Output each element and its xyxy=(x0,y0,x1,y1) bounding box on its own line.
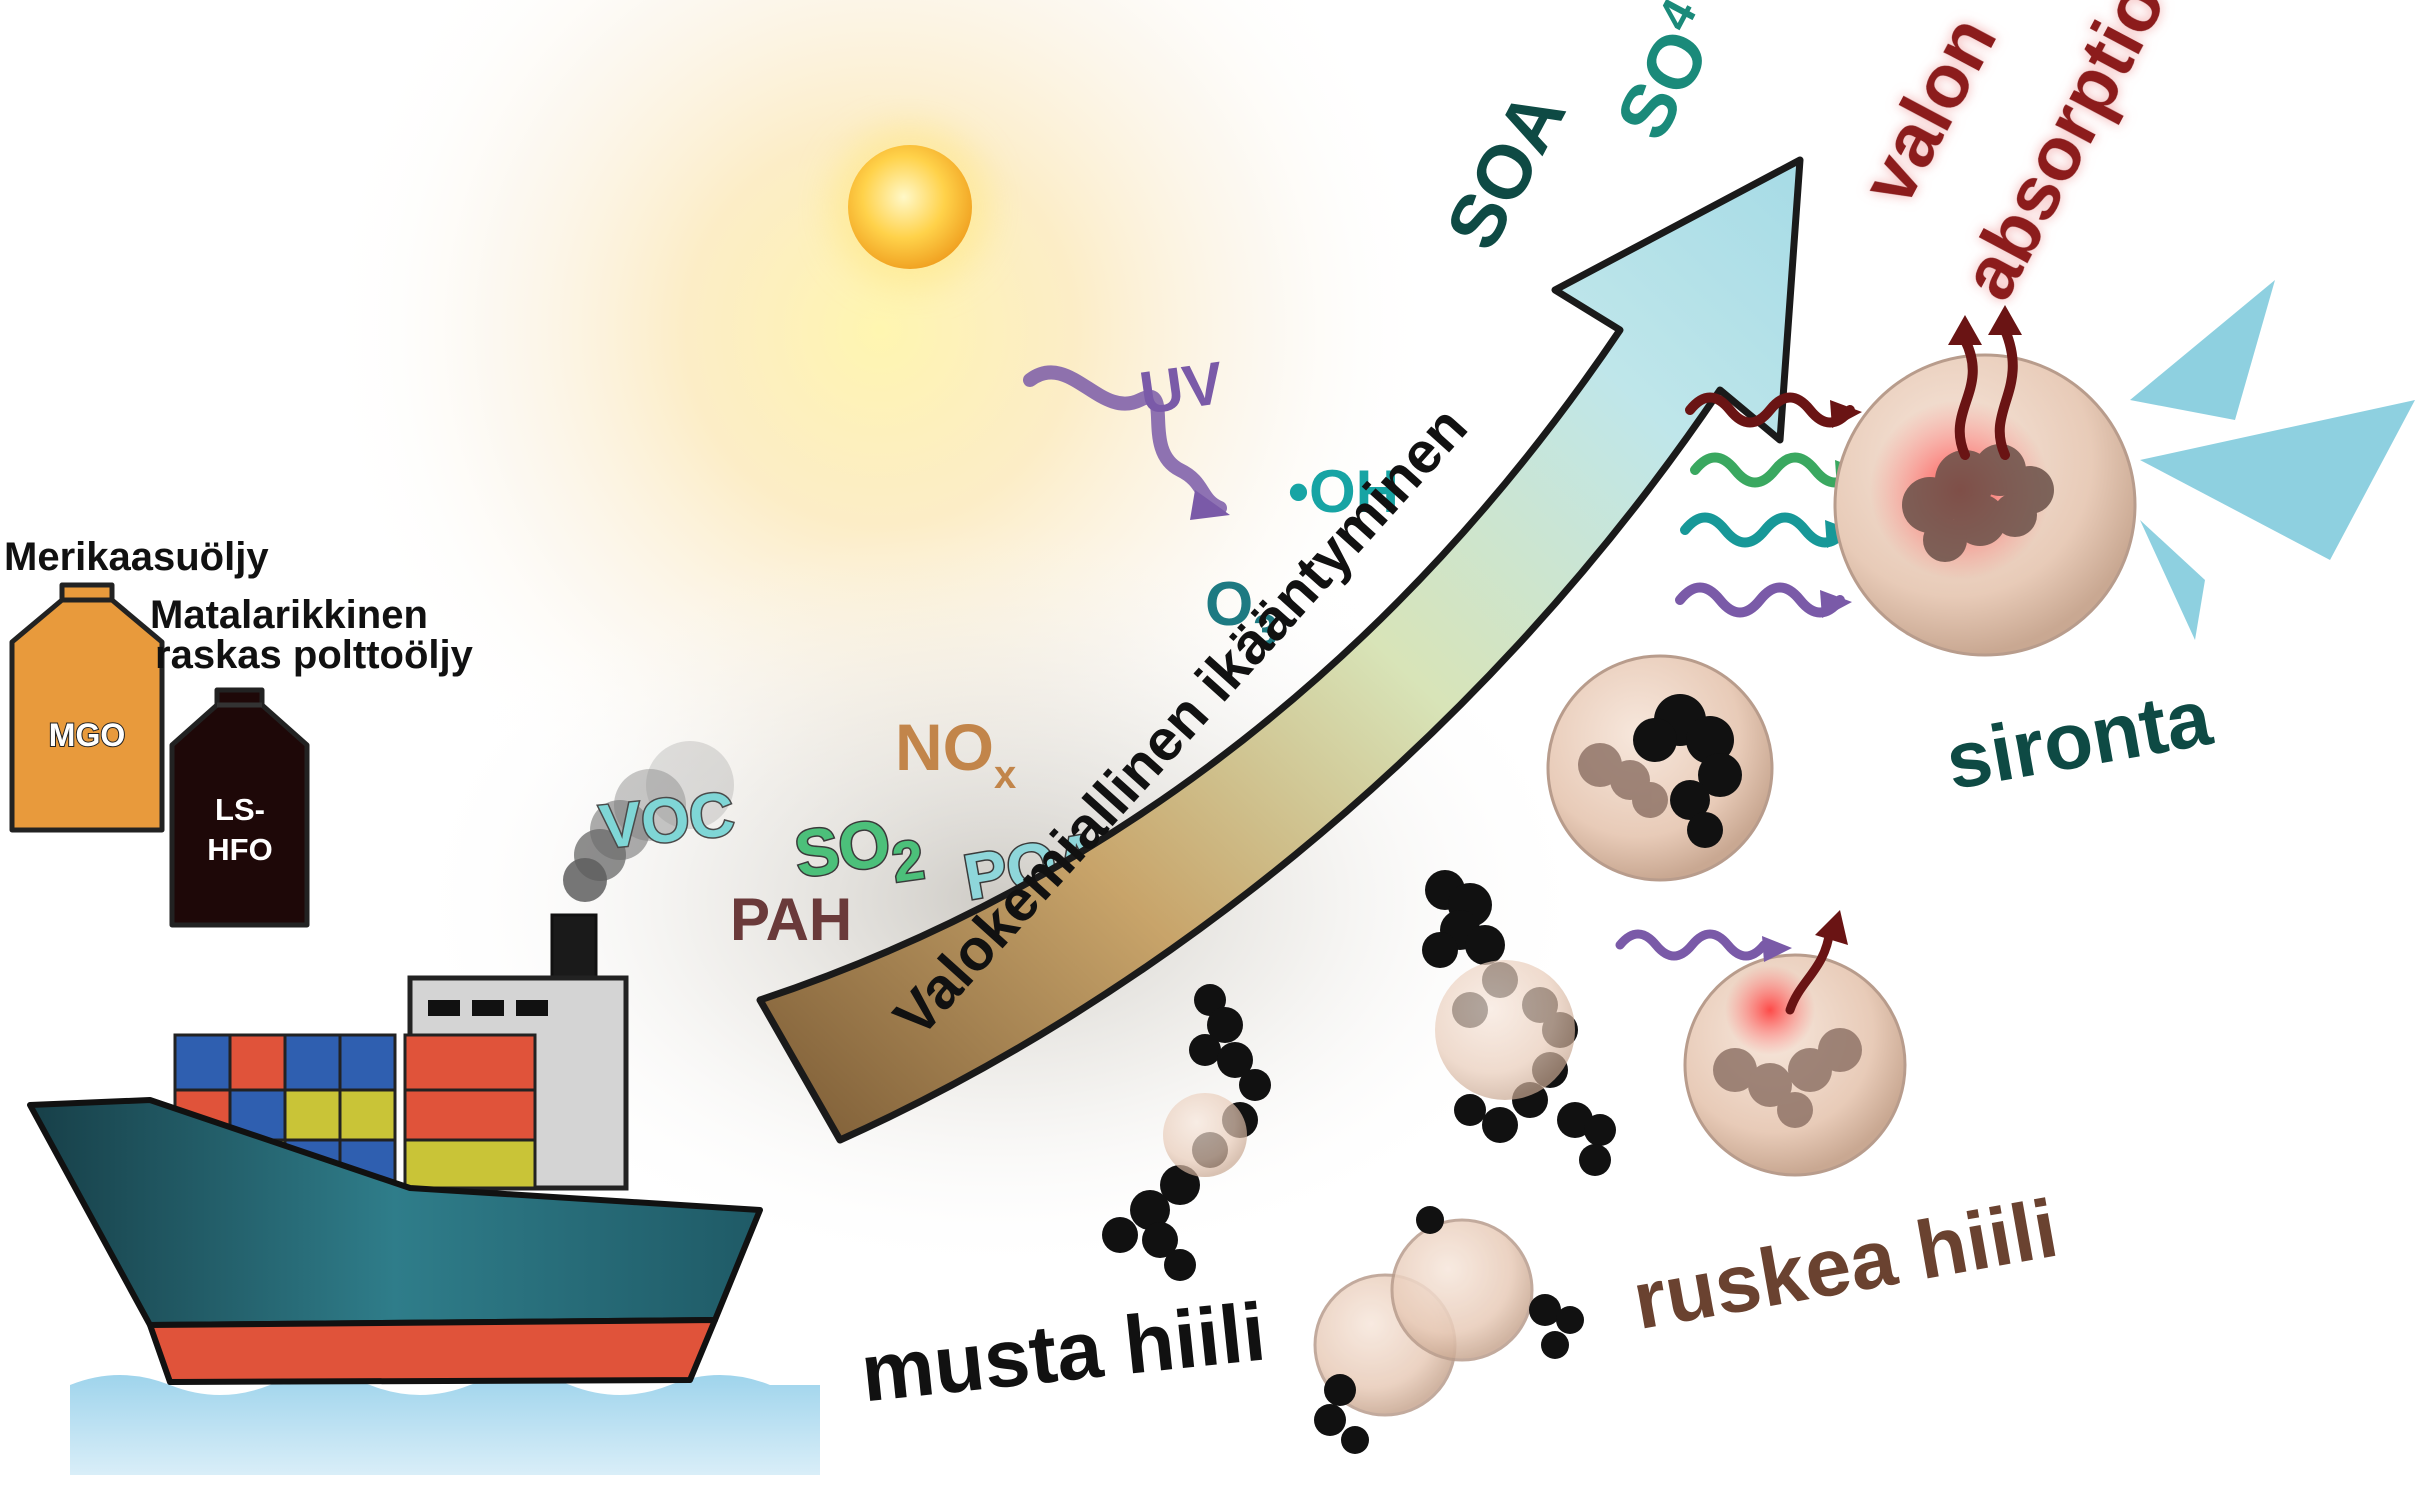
lshfo-label-line2: HFO xyxy=(207,832,272,867)
pah-label: PAH xyxy=(730,886,852,953)
aged-particle-absorbing xyxy=(1833,305,2137,657)
lshfo-label-line1: LS- xyxy=(215,792,265,827)
lshfo-name-line2: raskas polttoöljy xyxy=(155,633,474,677)
absorption-line1: valon xyxy=(1845,3,2013,218)
incoming-light-waves xyxy=(1675,392,1860,618)
nox-main: NO xyxy=(895,710,994,784)
so2-main: SO xyxy=(790,805,895,892)
uv-wave-icon xyxy=(1023,365,1227,515)
uv-arrowhead-icon xyxy=(1190,490,1230,520)
brown-carbon-particle xyxy=(1615,910,1907,1177)
oh-label: •OH xyxy=(1288,458,1399,525)
mgo-name: Merikaasuöljy xyxy=(4,535,269,579)
coated-particle-pair xyxy=(1313,1206,1584,1454)
coated-particle-tiny xyxy=(1163,1093,1247,1177)
o3-subscript: 3 xyxy=(1253,606,1277,655)
container-ship-icon xyxy=(27,913,820,1475)
mgo-fuel-can-icon xyxy=(9,582,165,833)
o3-label: O3 xyxy=(1205,570,1278,655)
uv-label: UV xyxy=(1136,349,1228,427)
photochemical-aging-arrow xyxy=(756,156,1804,1144)
scattering-label: sironta xyxy=(1939,672,2218,806)
voc-label: VOC xyxy=(597,780,738,863)
mgo-label: MGO xyxy=(49,717,125,753)
scattering-rays-icon xyxy=(2130,280,2415,640)
smoke-plume xyxy=(563,741,734,902)
lshfo-fuel-can-icon xyxy=(169,687,310,928)
nox-label: NOx xyxy=(895,710,1016,797)
coated-particle xyxy=(1546,654,1774,882)
lshfo-name-line1: Matalarikkinen xyxy=(150,593,428,637)
coated-particle-small xyxy=(1435,960,1575,1100)
black-carbon-label: musta hiili xyxy=(857,1287,1270,1420)
brown-carbon-label: ruskea hiili xyxy=(1626,1183,2064,1347)
brown-carbon-core xyxy=(1902,444,2054,562)
o3-main: O xyxy=(1205,570,1253,639)
so4-main: SO xyxy=(1600,16,1727,153)
so4-label: SO4 xyxy=(1596,0,1739,153)
so2-label: SO2 xyxy=(790,800,928,907)
soa-label: SOA xyxy=(1430,78,1582,263)
sun-icon xyxy=(830,127,990,287)
nox-subscript: x xyxy=(994,753,1016,797)
